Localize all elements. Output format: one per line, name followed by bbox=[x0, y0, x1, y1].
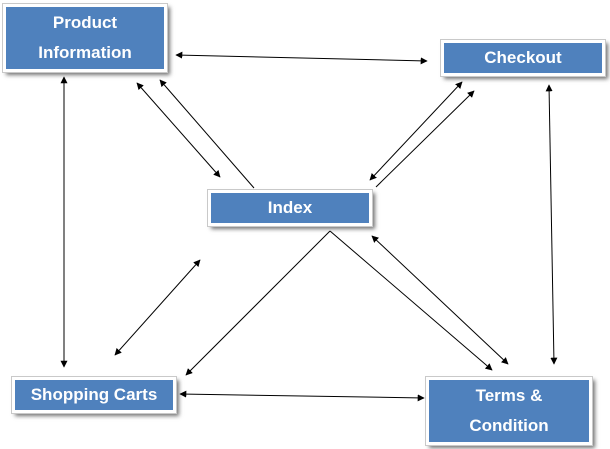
arrow-index-terms bbox=[371, 235, 509, 365]
node-shopping-carts-label: Shopping Carts bbox=[30, 385, 158, 404]
node-checkout-label: Checkout bbox=[484, 48, 562, 67]
node-index-label: Index bbox=[267, 198, 313, 217]
arrow-index-to-terms bbox=[329, 230, 493, 371]
arrow-carts-terms bbox=[179, 390, 425, 402]
node-product-information: Product Information bbox=[2, 3, 168, 73]
node-product-information-line1: Product bbox=[52, 13, 118, 32]
arrow-checkout-terms bbox=[545, 84, 558, 365]
node-shopping-carts: Shopping Carts bbox=[11, 376, 177, 414]
node-checkout: Checkout bbox=[440, 39, 606, 77]
arrow-index-checkout bbox=[369, 81, 463, 181]
node-index: Index bbox=[207, 189, 373, 227]
arrow-index-to-product bbox=[159, 79, 255, 189]
node-product-information-line2: Information bbox=[38, 43, 132, 62]
node-terms-condition-line1: Terms & bbox=[475, 386, 543, 405]
node-terms-condition: Terms & Condition bbox=[425, 376, 593, 446]
arrow-index-carts bbox=[114, 259, 201, 356]
arrow-index-to-carts bbox=[185, 230, 331, 376]
arrow-index-to-checkout bbox=[375, 90, 475, 188]
arrow-product-index bbox=[136, 82, 221, 178]
arrow-product-checkout bbox=[175, 51, 428, 65]
node-terms-condition-line2: Condition bbox=[469, 416, 549, 435]
